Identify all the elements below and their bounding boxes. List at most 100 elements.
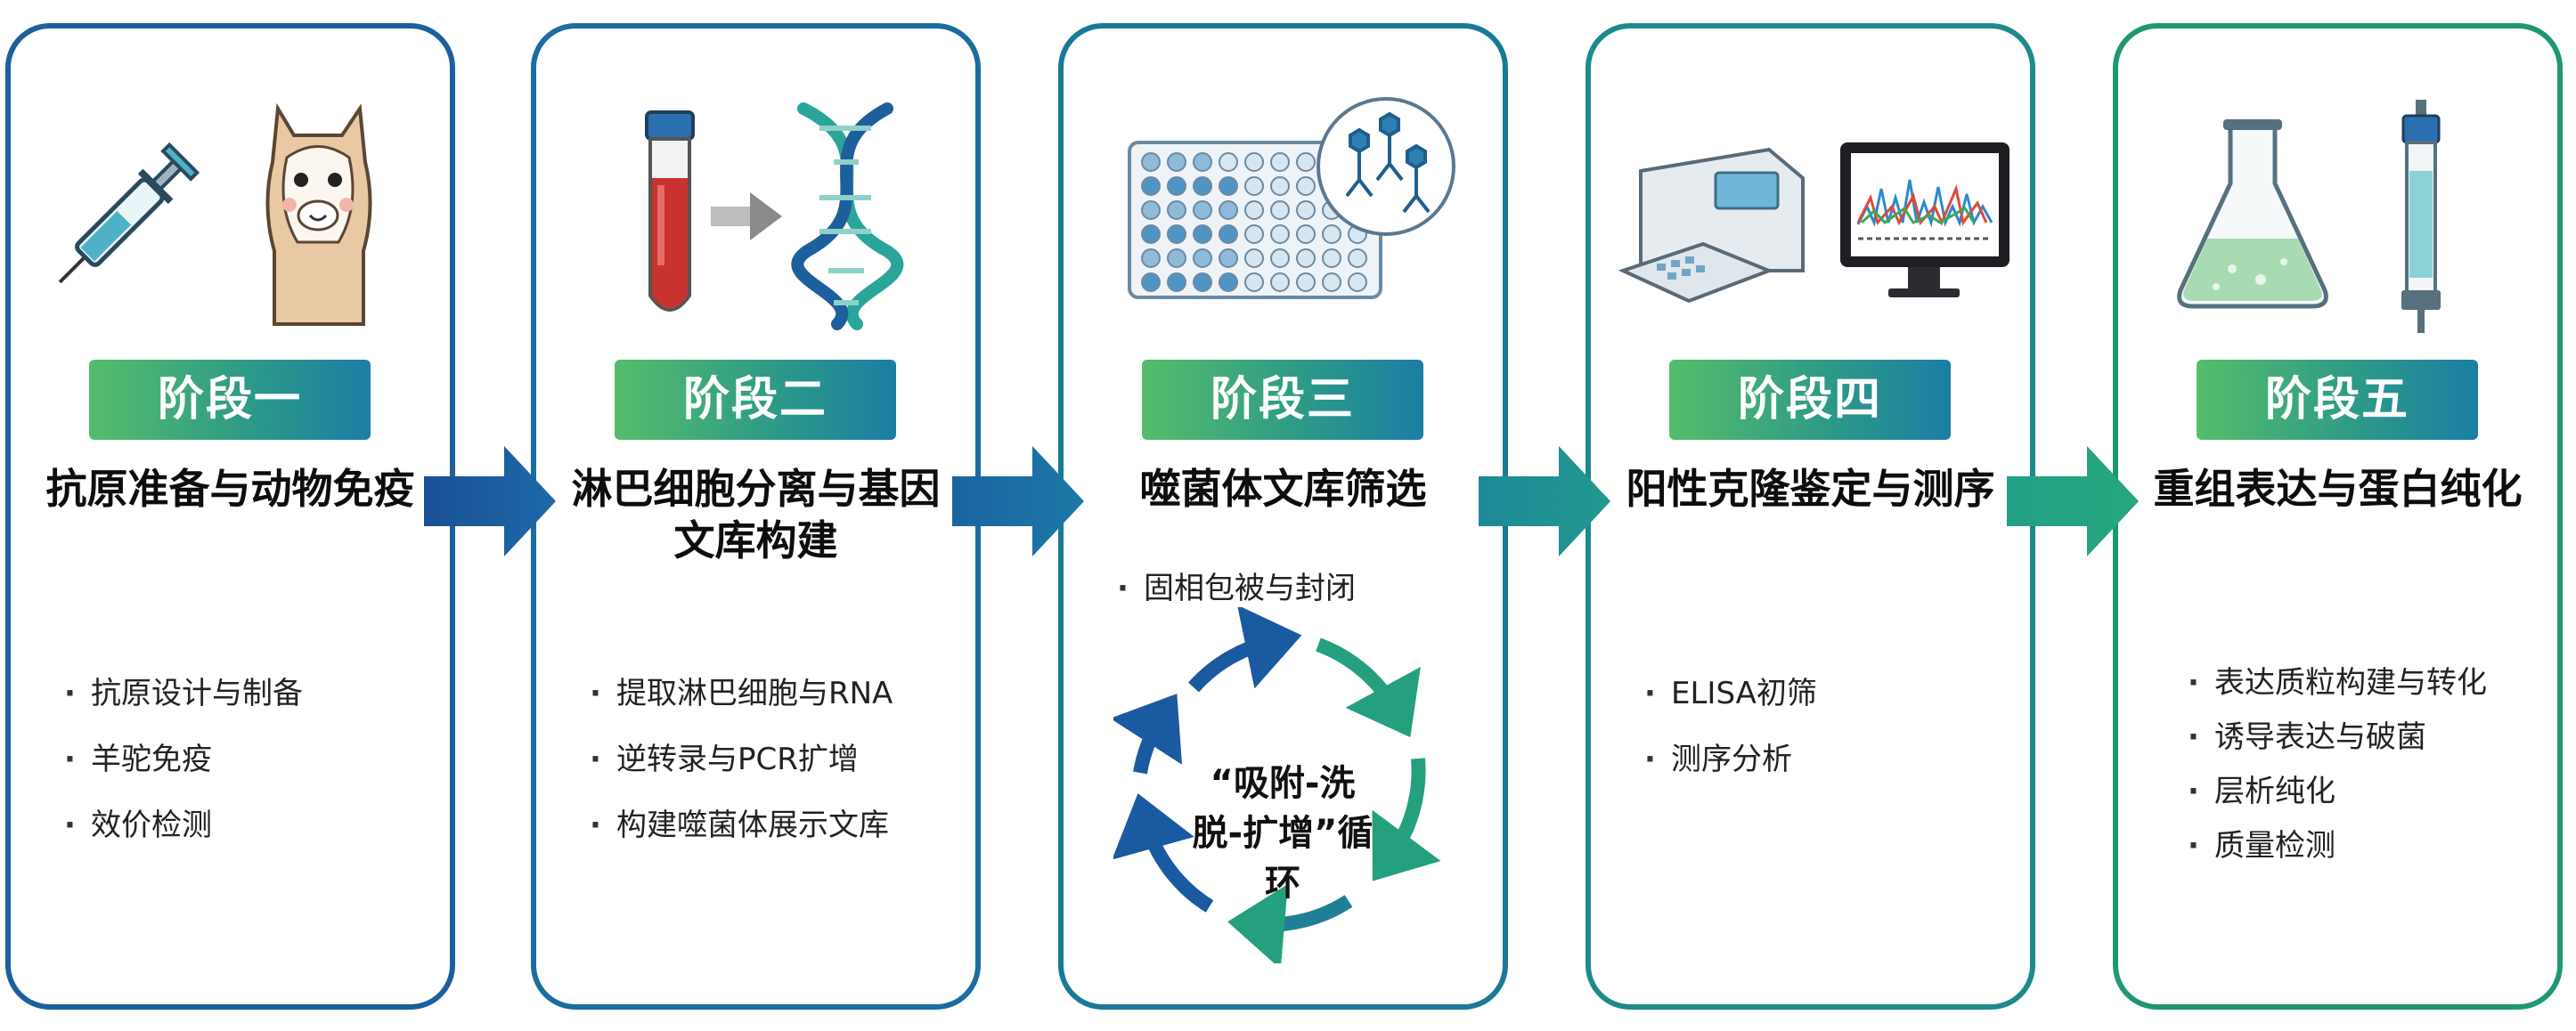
stage-item: 诱导表达与破菌 [2188, 710, 2571, 765]
plate-well [1348, 272, 1367, 292]
plate-well [1244, 272, 1264, 292]
stage-item-list: ELISA初筛 测序分析 [1644, 661, 2027, 792]
well-plate-icon [1128, 141, 1382, 299]
stage-title: 噬菌体文库筛选 [1139, 465, 1427, 513]
plate-well [1141, 176, 1161, 196]
cycle-arrows-icon [1113, 607, 1441, 963]
plate-well [1296, 224, 1316, 244]
plate-well [1141, 272, 1161, 292]
plate-well [1141, 224, 1161, 244]
cycle-label: “吸附-洗脱-扩增”循环 [1192, 763, 1374, 904]
plate-well [1322, 272, 1341, 292]
plate-well [1219, 224, 1238, 244]
plate-well [1219, 248, 1238, 268]
plate-well [1322, 248, 1341, 268]
plate-well [1193, 272, 1212, 292]
plate-well [1141, 152, 1161, 172]
plate-well [1322, 224, 1341, 244]
plate-well [1270, 272, 1290, 292]
syringe-icon [58, 142, 200, 284]
plate-well [1244, 224, 1264, 244]
plate-well [1219, 272, 1238, 292]
flow-arrow-4 [2007, 446, 2139, 556]
plate-well [1296, 152, 1316, 172]
stage-3-illustration [1128, 97, 1455, 299]
stage-item: 测序分析 [1644, 727, 2027, 792]
stage-item: 抗原设计与制备 [64, 661, 447, 727]
stage-badge: 阶段四 [1669, 360, 1951, 440]
plate-well [1296, 200, 1316, 220]
stage-item-list: 提取淋巴细胞与RNA 逆转录与PCR扩增 构建噬菌体展示文库 [590, 661, 973, 858]
stage-item: 质量检测 [2188, 819, 2571, 873]
plate-well [1270, 224, 1290, 244]
plate-well [1270, 200, 1290, 220]
arrow-icon [711, 192, 782, 240]
stage-title: 阳性克隆鉴定与测序 [1626, 465, 1995, 513]
plate-well [1141, 200, 1161, 220]
phage-icon [1317, 97, 1455, 236]
stage-item: 固相包被与封闭 [1117, 556, 1500, 621]
stage-4-illustration [1618, 142, 2009, 304]
flask-icon [2177, 119, 2328, 309]
stage-badge: 阶段二 [615, 360, 896, 440]
plate-well [1167, 176, 1186, 196]
plate-well [1296, 248, 1316, 268]
stage-item: 构建噬菌体展示文库 [590, 792, 973, 858]
plate-well [1244, 200, 1264, 220]
plate-well [1348, 248, 1367, 268]
stage-5-illustration [2177, 100, 2441, 333]
plate-well [1270, 152, 1290, 172]
plate-well [1167, 200, 1186, 220]
plate-well [1219, 152, 1238, 172]
stage-item: 提取淋巴细胞与RNA [590, 661, 973, 727]
stage-item-list: 表达质粒构建与转化 诱导表达与破菌 层析纯化 质量检测 [2188, 656, 2571, 873]
stage-1-panel: 阶段一 抗原准备与动物免疫 抗原设计与制备 羊驼免疫 效价检测 [5, 23, 455, 1010]
plate-well [1193, 224, 1212, 244]
stage-item: ELISA初筛 [1644, 661, 2027, 727]
stage-item: 逆转录与PCR扩增 [590, 727, 973, 792]
stage-title: 淋巴细胞分离与基因文库构建 [571, 465, 941, 564]
stage-title: 抗原准备与动物免疫 [45, 465, 415, 513]
stage-4-panel: 阶段四 阳性克隆鉴定与测序 ELISA初筛 测序分析 [1586, 23, 2035, 1010]
plate-well [1141, 248, 1161, 268]
plate-well [1270, 176, 1290, 196]
flow-arrow-3 [1479, 446, 1610, 556]
dna-icon [791, 102, 904, 330]
plate-well [1193, 152, 1212, 172]
stage-item-list: 抗原设计与制备 羊驼免疫 效价检测 [64, 661, 447, 858]
stage-item: 表达质粒构建与转化 [2188, 656, 2571, 710]
stage-badge: 阶段三 [1142, 360, 1423, 440]
plate-reader-icon [1618, 147, 1805, 304]
plate-well [1167, 248, 1186, 268]
plate-well [1270, 248, 1290, 268]
stage-item: 羊驼免疫 [64, 727, 447, 792]
sequencer-monitor-icon [1840, 142, 2009, 297]
plate-well [1244, 248, 1264, 268]
plate-well [1296, 272, 1316, 292]
plate-well [1244, 152, 1264, 172]
plate-well [1244, 176, 1264, 196]
plate-well [1219, 200, 1238, 220]
stage-item: 层析纯化 [2188, 765, 2571, 819]
blood-tube-icon [645, 110, 695, 312]
alpaca-icon [265, 102, 372, 326]
stage-badge: 阶段一 [89, 360, 371, 440]
plate-well [1167, 272, 1186, 292]
plate-well [1193, 176, 1212, 196]
stage-item-list: 固相包被与封闭 [1117, 556, 1500, 621]
stage-badge: 阶段五 [2197, 360, 2478, 440]
plate-well [1193, 248, 1212, 268]
stage-5-panel: 阶段五 重组表达与蛋白纯化 表达质粒构建与转化 诱导表达与破菌 层析纯化 质量检… [2113, 23, 2563, 1010]
stage-2-panel: 阶段二 淋巴细胞分离与基因文库构建 提取淋巴细胞与RNA 逆转录与PCR扩增 构… [531, 23, 981, 1010]
plate-well [1219, 176, 1238, 196]
chromatography-column-icon [2401, 100, 2441, 333]
plate-well [1296, 176, 1316, 196]
stage-item: 效价检测 [64, 792, 447, 858]
plate-well [1193, 200, 1212, 220]
flow-arrow-2 [952, 446, 1084, 556]
flow-arrow-1 [424, 446, 556, 556]
stage-1-illustration [58, 102, 372, 326]
stage-3-panel: 阶段三 噬菌体文库筛选 固相包被与封闭 “吸附-洗脱-扩增”循环 [1058, 23, 1508, 1010]
stage-title: 重组表达与蛋白纯化 [2153, 465, 2523, 513]
stage-2-illustration [645, 102, 904, 330]
